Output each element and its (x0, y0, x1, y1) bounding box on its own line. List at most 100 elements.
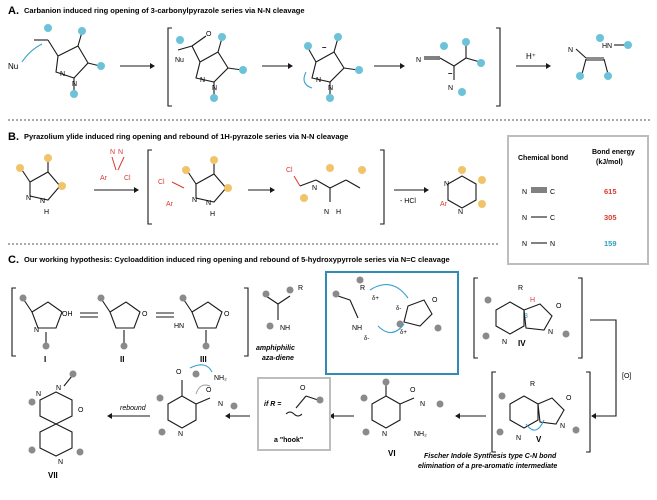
c-compound-vii: N N O N VII (28, 370, 84, 480)
svg-text:NH₂: NH₂ (414, 431, 427, 438)
svg-text:N: N (34, 327, 39, 334)
svg-text:N: N (26, 195, 31, 202)
b-diazirine: N N Ar Cl (100, 149, 131, 182)
svg-text:V: V (536, 435, 542, 444)
b-bracket-left (147, 149, 152, 225)
svg-text:N: N (218, 401, 223, 408)
svg-text:N: N (118, 149, 123, 156)
c-oxidation-label: [O] (622, 373, 631, 380)
svg-text:N: N (548, 329, 553, 336)
svg-text:Cl: Cl (124, 175, 131, 182)
svg-text:O: O (432, 297, 438, 304)
c-hook-box: if R = O a "hook" (257, 377, 331, 451)
svg-text:H: H (210, 211, 215, 218)
svg-text:C: C (550, 189, 555, 196)
svg-text:N: N (382, 431, 387, 438)
c-bracket-v-left (491, 371, 496, 453)
svg-text:H: H (530, 297, 535, 304)
a-product: N HN (568, 34, 632, 80)
svg-text:δ-: δ- (364, 336, 369, 342)
a-bracket-left (167, 27, 172, 107)
svg-text:NH: NH (280, 325, 290, 332)
svg-text:C: C (550, 215, 555, 222)
svg-text:O: O (206, 387, 212, 394)
svg-text:N: N (36, 391, 41, 398)
c-bracket-iv-right (578, 277, 583, 359)
svg-text:δ+: δ+ (400, 330, 407, 336)
svg-text:O: O (142, 311, 148, 318)
svg-text:N: N (458, 209, 463, 216)
svg-text:Bond energy: Bond energy (592, 149, 635, 156)
svg-text:N: N (206, 200, 211, 207)
svg-text:HN: HN (174, 323, 184, 330)
a-intermediate-3: N – N (416, 38, 485, 96)
svg-text:N: N (502, 339, 507, 346)
a-bracket-right (496, 27, 501, 107)
c-rebound-intermediate: O O NH₂ N N (156, 364, 238, 438)
b-bracket-right (380, 149, 385, 225)
svg-text:IV: IV (518, 339, 526, 348)
bond-energy-table: Chemical bond Bond energy (kJ/mol) N C 6… (507, 135, 649, 265)
svg-text:O: O (78, 407, 84, 414)
c-cycloaddition-box: R NH δ+ δ- O δ- δ+ (325, 271, 459, 375)
svg-text:–: – (322, 43, 327, 52)
svg-text:H: H (336, 209, 341, 216)
section-c-letter: C. (8, 254, 19, 266)
svg-text:Chemical bond: Chemical bond (518, 155, 568, 162)
svg-text:N: N (448, 85, 453, 92)
section-a-letter: A. (8, 5, 19, 17)
svg-text:N: N (416, 57, 421, 64)
svg-text:N: N (56, 385, 61, 392)
svg-text:if R =: if R = (264, 401, 281, 408)
svg-text:N: N (58, 459, 63, 466)
svg-text:(kJ/mol): (kJ/mol) (596, 159, 623, 166)
svg-text:δ+: δ+ (372, 296, 379, 302)
svg-text:II: II (120, 355, 124, 364)
svg-text:N: N (328, 85, 333, 92)
svg-text:Ar: Ar (166, 201, 174, 208)
svg-text:Cl: Cl (286, 167, 293, 174)
svg-text:N: N (110, 149, 115, 156)
svg-text:N: N (72, 81, 77, 88)
svg-text:N: N (212, 85, 217, 92)
svg-text:a "hook": a "hook" (274, 437, 303, 444)
svg-text:Nu: Nu (8, 62, 18, 71)
svg-text:N: N (40, 198, 45, 205)
svg-text:III: III (200, 355, 207, 364)
section-b-letter: B. (8, 131, 19, 143)
svg-text:N: N (568, 47, 573, 54)
svg-text:Ar: Ar (100, 175, 108, 182)
c-fischer-line2: elimination of a pre-aromatic intermedia… (418, 463, 557, 470)
svg-text:H: H (44, 209, 49, 216)
c-compound-iv: R H 3 O N N IV (482, 285, 570, 348)
svg-text:δ-: δ- (396, 306, 401, 312)
a-intermediate-2: – N N (303, 33, 363, 102)
svg-text:N: N (312, 185, 317, 192)
section-a-title: Carbanion induced ring opening of 3-carb… (24, 6, 305, 15)
svg-text:N: N (420, 401, 425, 408)
svg-text:NH₂: NH₂ (214, 375, 227, 382)
svg-text:O: O (566, 395, 572, 402)
svg-text:R: R (518, 285, 523, 292)
c-compound-iii: HN O III (174, 294, 230, 364)
svg-text:R: R (298, 285, 303, 292)
svg-text:N: N (444, 181, 449, 188)
svg-text:HN: HN (602, 43, 612, 50)
svg-text:R: R (360, 285, 365, 292)
svg-text:N: N (60, 71, 65, 78)
svg-text:O: O (206, 31, 212, 38)
svg-text:O: O (556, 303, 562, 310)
svg-text:N: N (200, 77, 205, 84)
svg-text:NH: NH (352, 325, 362, 332)
svg-text:N: N (522, 241, 527, 248)
c-compound-i: OH N I (19, 294, 73, 364)
a-pyrazole-1: N N Nu (8, 24, 105, 98)
c-bracket-iv-left (473, 277, 478, 359)
c-bracket-right (244, 287, 249, 357)
c-bracket-v-right (586, 371, 591, 453)
svg-text:3: 3 (524, 313, 528, 320)
a-intermediate-1: O Nu N N (175, 31, 247, 102)
c-oxidation-connector (590, 319, 617, 417)
svg-text:615: 615 (604, 187, 617, 196)
